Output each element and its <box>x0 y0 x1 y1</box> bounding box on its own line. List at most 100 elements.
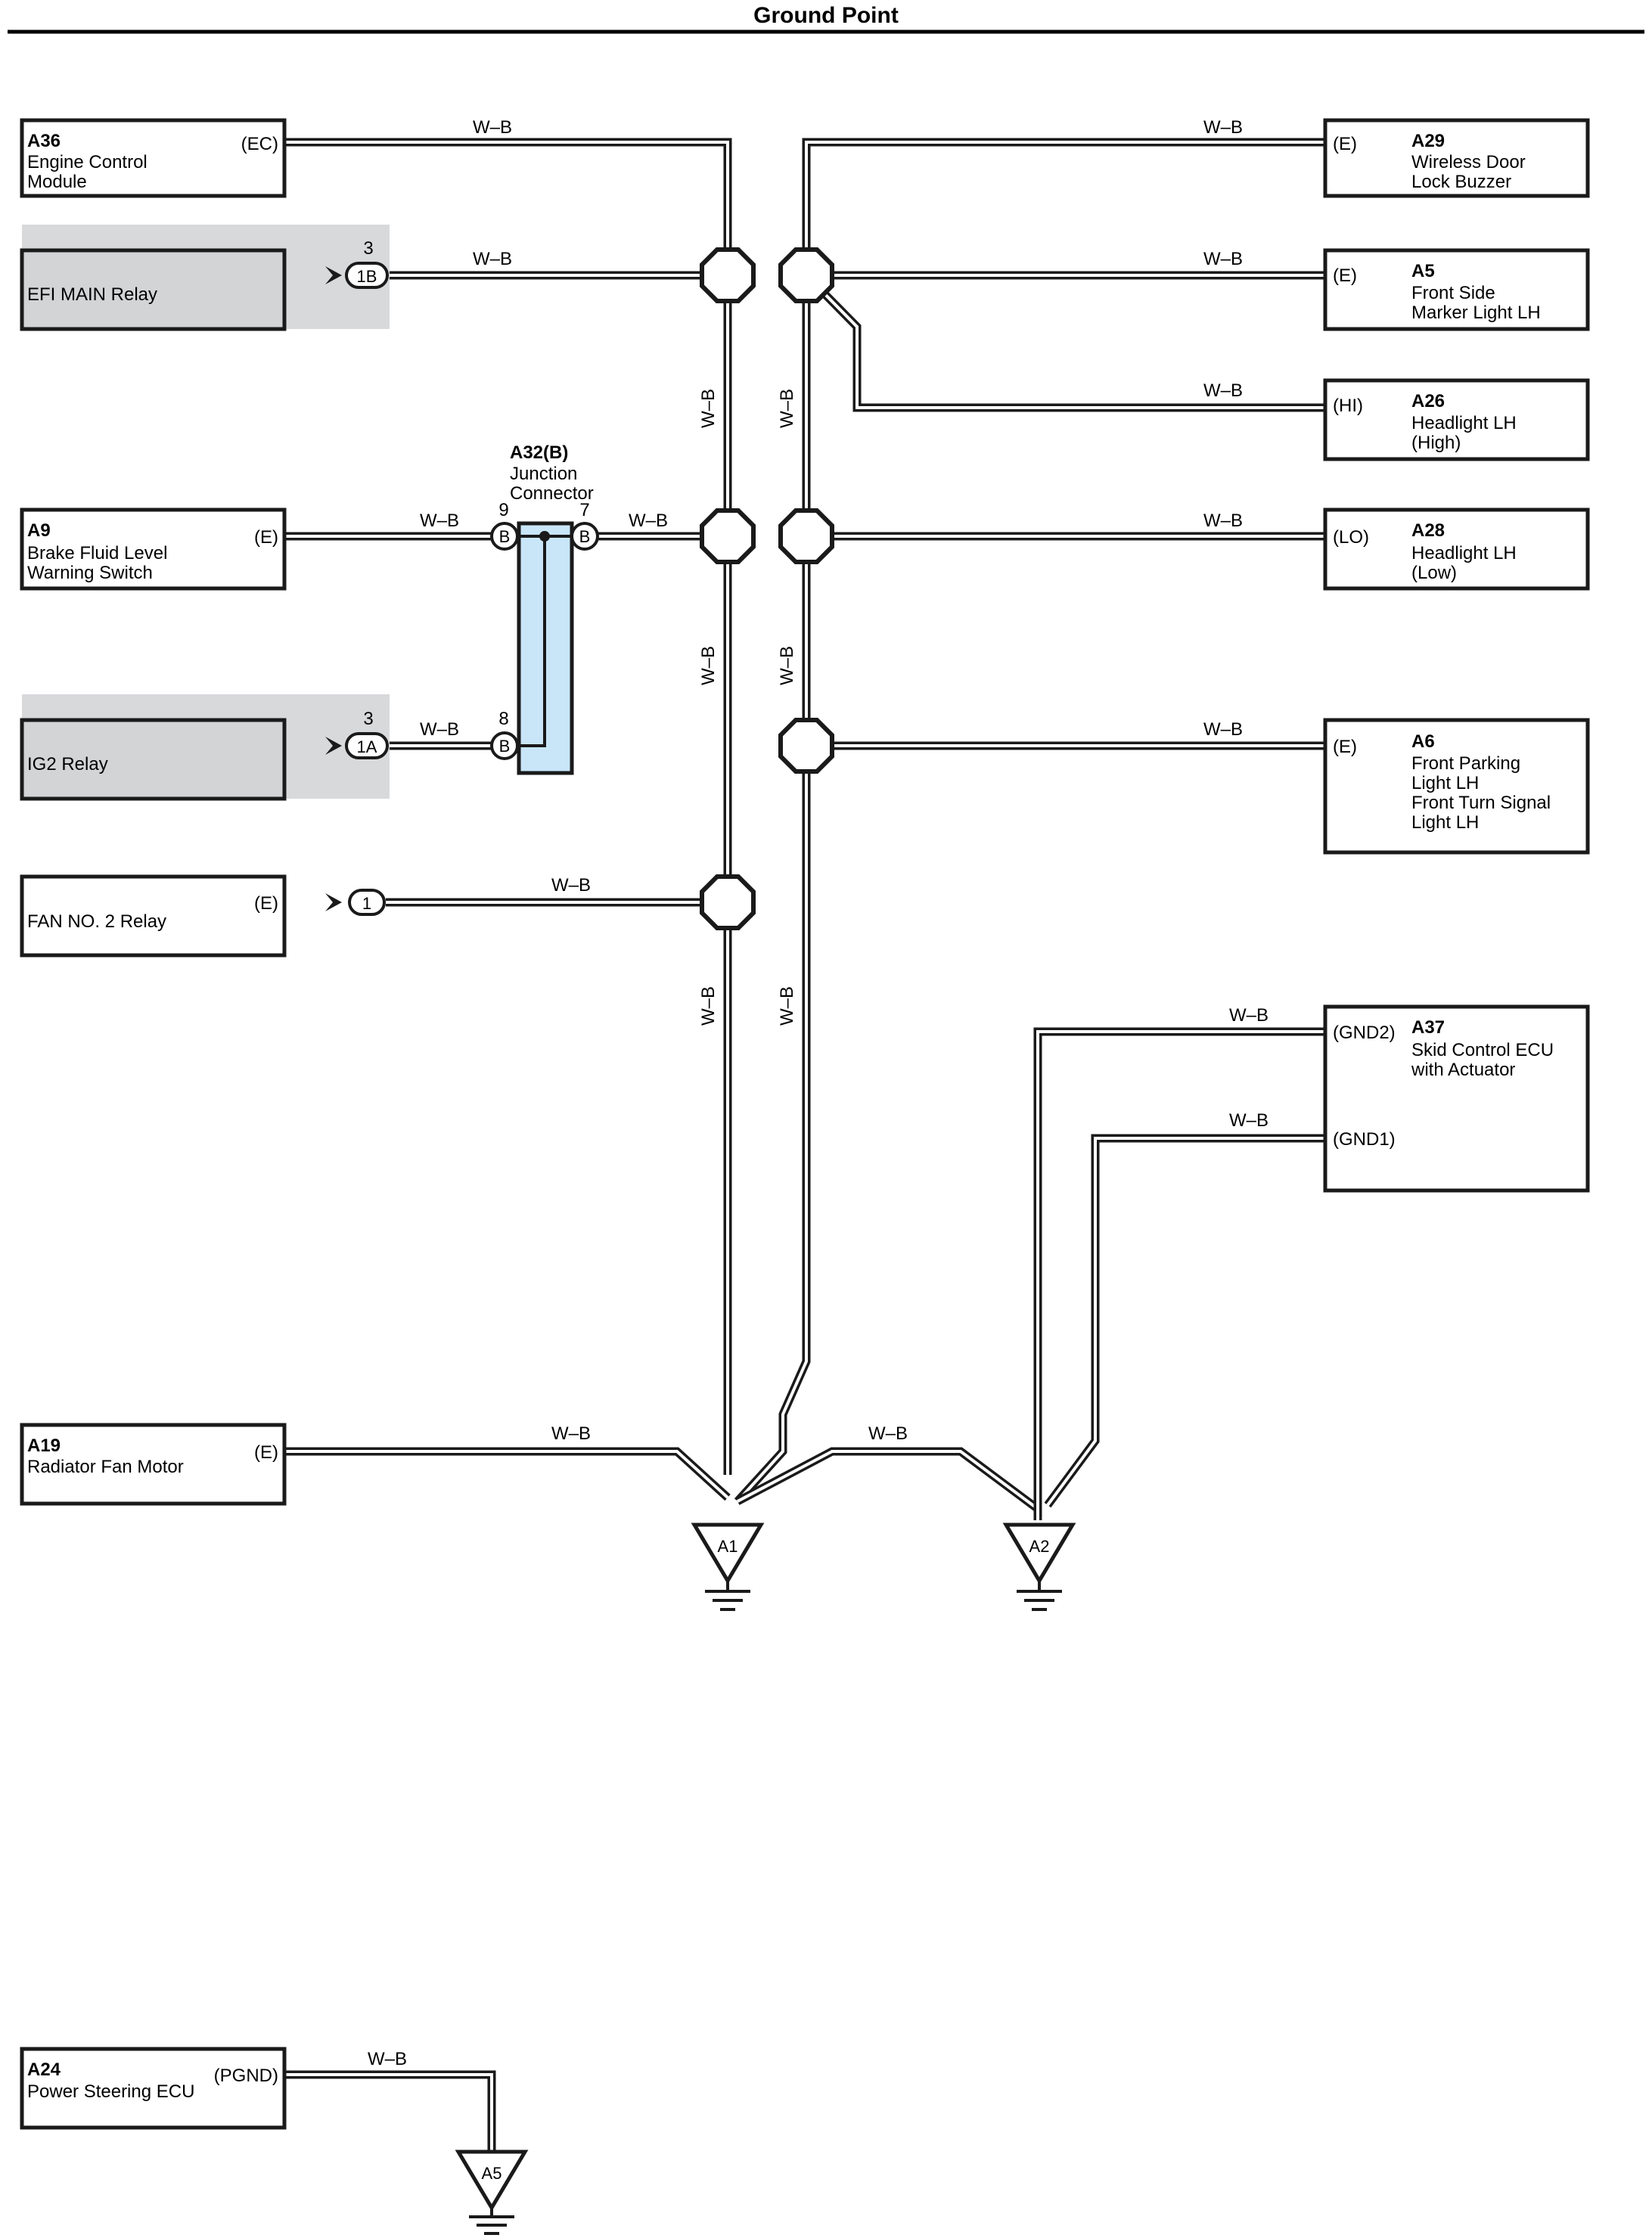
component-a36: A36 Engine Control Module (EC) <box>20 118 287 198</box>
wire-color-label: W–B <box>777 986 797 1026</box>
wire-labels: W–B W–B W–B W–B W–B W–B W–B W–B W–B W–B … <box>368 117 1268 2069</box>
component-name: Radiator Fan Motor <box>27 1457 184 1477</box>
wire-color-label: W–B <box>473 117 512 138</box>
component-fan-no2-relay: FAN NO. 2 Relay (E) 1 <box>20 874 386 958</box>
junction-code: A32(B) <box>510 442 568 463</box>
ground-a5: A5 <box>455 2150 529 2235</box>
component-name: Lock Buzzer <box>1411 172 1511 192</box>
component-a26: (HI) A26 Headlight LH (High) <box>1323 378 1590 461</box>
pin-number: 9 <box>498 500 508 520</box>
junction-name: Connector <box>510 483 594 504</box>
wire-color-label: W–B <box>777 389 797 428</box>
pin-label: (E) <box>254 1442 278 1463</box>
component-name: FAN NO. 2 Relay <box>27 911 166 932</box>
connector-label: 1B <box>357 267 377 286</box>
component-code: A5 <box>1411 261 1435 281</box>
splice-octagon <box>778 508 834 564</box>
component-name: Skid Control ECU <box>1411 1040 1554 1060</box>
wire-color-label: W–B <box>1229 1110 1268 1131</box>
component-name: Light LH <box>1411 773 1479 793</box>
wire-color-label: W–B <box>551 1423 591 1444</box>
component-name: Front Parking <box>1411 753 1520 774</box>
wire-color-label: W–B <box>1203 380 1243 401</box>
wire-color-label: W–B <box>1203 249 1243 269</box>
pin-label: (E) <box>1333 265 1357 286</box>
arrow-icon <box>325 893 342 911</box>
ground-label: A5 <box>482 2164 502 2183</box>
pin-label: (E) <box>1333 737 1357 757</box>
connector-label: 1A <box>357 737 377 756</box>
terminal-label: B <box>499 527 511 546</box>
component-ig2-relay: IG2 Relay 3 1A <box>20 694 390 801</box>
pin-label: (GND2) <box>1333 1023 1396 1043</box>
wire-color-label: W–B <box>698 389 719 428</box>
component-code: A6 <box>1411 731 1435 752</box>
component-name: EFI MAIN Relay <box>27 284 157 305</box>
component-name: Headlight LH <box>1411 543 1517 563</box>
component-code: A36 <box>27 131 61 151</box>
ground-label: A1 <box>718 1537 738 1556</box>
wire-color-label: W–B <box>1203 511 1243 531</box>
component-name: Light LH <box>1411 812 1479 833</box>
pin-label: (E) <box>254 893 278 914</box>
component-name: IG2 Relay <box>27 754 108 774</box>
arrow-icon <box>325 266 342 284</box>
component-code: A28 <box>1411 520 1445 541</box>
component-name: Warning Switch <box>27 563 153 583</box>
component-a6: (E) A6 Front Parking Light LH Front Turn… <box>1323 718 1590 855</box>
page-title: Ground Point <box>753 3 899 28</box>
component-a9: A9 Brake Fluid Level Warning Switch (E) <box>20 508 287 591</box>
component-name: Power Steering ECU <box>27 2081 194 2102</box>
junction-name: Junction <box>510 464 577 484</box>
pin-number: 3 <box>363 238 373 259</box>
component-name: with Actuator <box>1411 1060 1515 1080</box>
terminal-label: B <box>499 737 511 756</box>
component-name: Marker Light LH <box>1411 303 1541 323</box>
pin-label: (PGND) <box>214 2066 278 2086</box>
component-code: A24 <box>27 2060 61 2080</box>
component-a37: (GND2) (GND1) A37 Skid Control ECU with … <box>1323 1004 1590 1193</box>
wire-color-label: W–B <box>629 511 668 531</box>
pin-label: (HI) <box>1333 396 1363 416</box>
wire-color-label: W–B <box>777 646 797 685</box>
terminal-label: B <box>579 527 591 546</box>
arrow-icon <box>325 737 342 755</box>
pin-number: 8 <box>498 709 508 729</box>
ground-a1: A1 <box>691 1523 765 1611</box>
component-name: Headlight LH <box>1411 413 1517 433</box>
component-name: (Low) <box>1411 563 1457 583</box>
component-code: A26 <box>1411 391 1445 411</box>
component-a28: (LO) A28 Headlight LH (Low) <box>1323 508 1590 591</box>
wire-color-label: W–B <box>551 875 591 896</box>
splice-octagon <box>700 247 756 303</box>
component-name: Front Side <box>1411 283 1495 303</box>
splice-dot <box>539 531 550 542</box>
pin-label: (LO) <box>1333 527 1369 548</box>
wire-color-label: W–B <box>420 511 459 531</box>
component-a29: (E) A29 Wireless Door Lock Buzzer <box>1323 118 1590 198</box>
wire-color-label: W–B <box>868 1423 908 1444</box>
wire-color-label: W–B <box>1229 1005 1268 1026</box>
component-name: Engine Control <box>27 152 148 172</box>
splice-octagon <box>778 247 834 303</box>
wire-color-label: W–B <box>698 986 719 1026</box>
splice-octagon <box>778 718 834 774</box>
pin-label: (GND1) <box>1333 1129 1396 1150</box>
component-a24: A24 Power Steering ECU (PGND) <box>20 2047 287 2130</box>
pin-label: (EC) <box>241 134 278 154</box>
component-efi-main-relay: EFI MAIN Relay 3 1B <box>20 225 390 331</box>
component-name: Brake Fluid Level <box>27 543 167 563</box>
splice-octagon <box>700 874 756 930</box>
component-a5: (E) A5 Front Side Marker Light LH <box>1323 248 1590 331</box>
pin-label: (E) <box>1333 134 1357 154</box>
connector-label: 1 <box>362 894 371 913</box>
component-a19: A19 Radiator Fan Motor (E) <box>20 1423 287 1506</box>
pin-number: 3 <box>363 709 373 729</box>
pin-number: 7 <box>579 500 589 520</box>
wire-color-label: W–B <box>420 719 459 740</box>
component-code: A9 <box>27 520 51 541</box>
ground-label: A2 <box>1029 1537 1050 1556</box>
component-code: A19 <box>27 1436 61 1456</box>
component-name: Front Turn Signal <box>1411 793 1551 813</box>
